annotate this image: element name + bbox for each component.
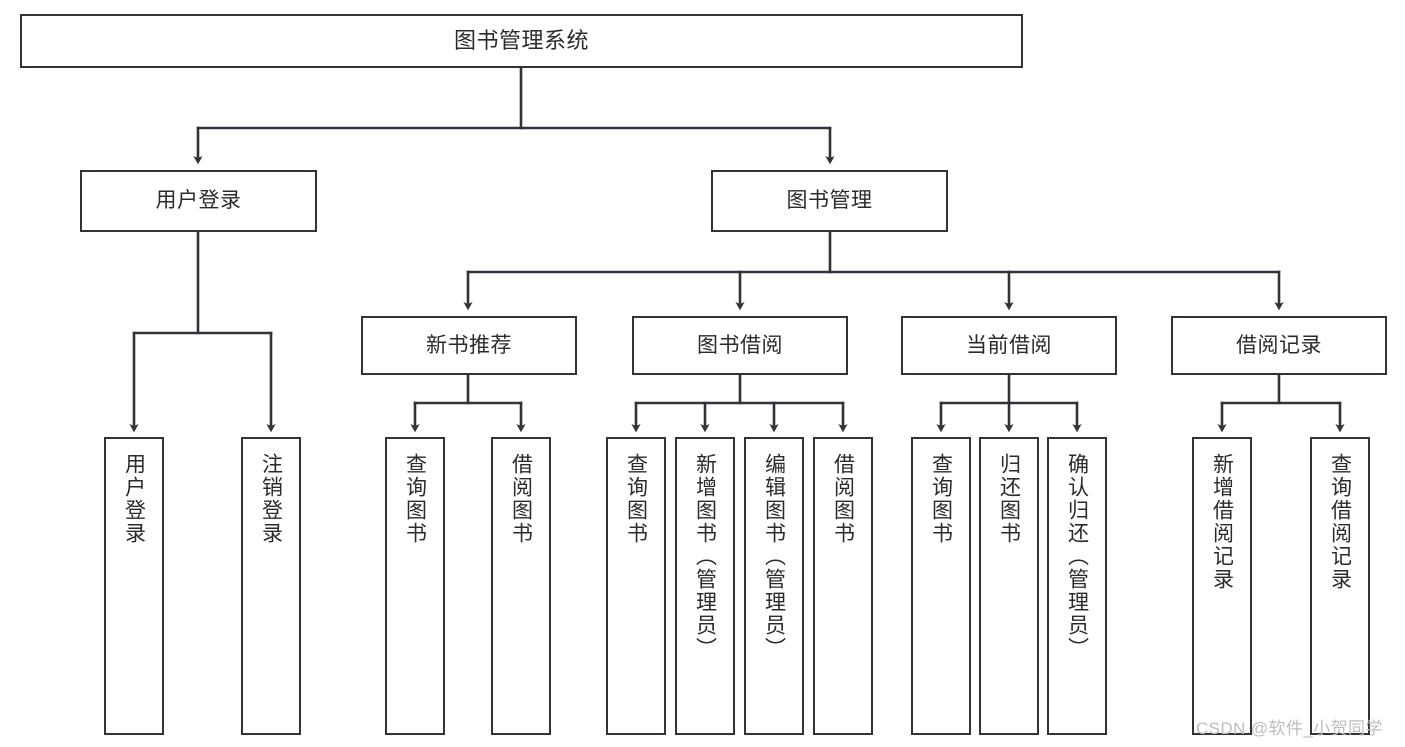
node-user-login-label: 用户登录 — [155, 189, 242, 213]
node-root[interactable]: 图书管理系统 — [20, 14, 1023, 68]
node-leaf-borrow-book-2-label: 借阅图书 — [831, 453, 855, 545]
csdn-watermark: CSDN @软件_小贺同学 — [1196, 719, 1383, 738]
node-new-book-recommend-label: 新书推荐 — [426, 333, 512, 357]
node-leaf-user-login-label: 用户登录 — [122, 453, 146, 545]
node-leaf-add-book[interactable]: 新增图书（管理员） — [675, 437, 735, 735]
node-book-borrow[interactable]: 图书借阅 — [632, 316, 848, 375]
node-borrow-record-label: 借阅记录 — [1236, 333, 1322, 357]
node-borrow-record[interactable]: 借阅记录 — [1171, 316, 1387, 375]
node-leaf-query-record-label: 查询借阅记录 — [1328, 453, 1352, 591]
node-leaf-borrow-book-1[interactable]: 借阅图书 — [491, 437, 551, 735]
node-book-borrow-label: 图书借阅 — [697, 333, 783, 357]
node-current-borrow-label: 当前借阅 — [966, 333, 1052, 357]
node-leaf-query-book-1[interactable]: 查询图书 — [385, 437, 445, 735]
node-leaf-query-book-2-label: 查询图书 — [624, 453, 648, 545]
node-root-label: 图书管理系统 — [453, 27, 589, 53]
node-leaf-query-book-2[interactable]: 查询图书 — [606, 437, 666, 735]
node-leaf-add-record[interactable]: 新增借阅记录 — [1192, 437, 1252, 735]
node-leaf-add-book-label: 新增图书（管理员） — [693, 453, 717, 660]
node-leaf-return-book-label: 归还图书 — [997, 453, 1021, 545]
node-leaf-query-record[interactable]: 查询借阅记录 — [1310, 437, 1370, 735]
node-book-manage-label: 图书管理 — [786, 189, 873, 213]
node-leaf-edit-book-label: 编辑图书（管理员） — [762, 453, 786, 660]
node-current-borrow[interactable]: 当前借阅 — [901, 316, 1117, 375]
node-leaf-user-logout-label: 注销登录 — [259, 453, 283, 545]
node-leaf-return-book[interactable]: 归还图书 — [979, 437, 1039, 735]
node-leaf-add-record-label: 新增借阅记录 — [1210, 453, 1234, 591]
node-leaf-query-book-3[interactable]: 查询图书 — [911, 437, 971, 735]
node-leaf-user-login[interactable]: 用户登录 — [104, 437, 164, 735]
node-leaf-borrow-book-1-label: 借阅图书 — [509, 453, 533, 545]
node-book-manage[interactable]: 图书管理 — [711, 170, 948, 232]
node-leaf-user-logout[interactable]: 注销登录 — [241, 437, 301, 735]
node-leaf-confirm-return[interactable]: 确认归还（管理员） — [1047, 437, 1107, 735]
node-leaf-confirm-return-label: 确认归还（管理员） — [1065, 453, 1089, 660]
node-leaf-edit-book[interactable]: 编辑图书（管理员） — [744, 437, 804, 735]
node-leaf-query-book-1-label: 查询图书 — [403, 453, 427, 545]
node-leaf-query-book-3-label: 查询图书 — [929, 453, 953, 545]
node-user-login[interactable]: 用户登录 — [80, 170, 317, 232]
node-new-book-recommend[interactable]: 新书推荐 — [361, 316, 577, 375]
node-leaf-borrow-book-2[interactable]: 借阅图书 — [813, 437, 873, 735]
